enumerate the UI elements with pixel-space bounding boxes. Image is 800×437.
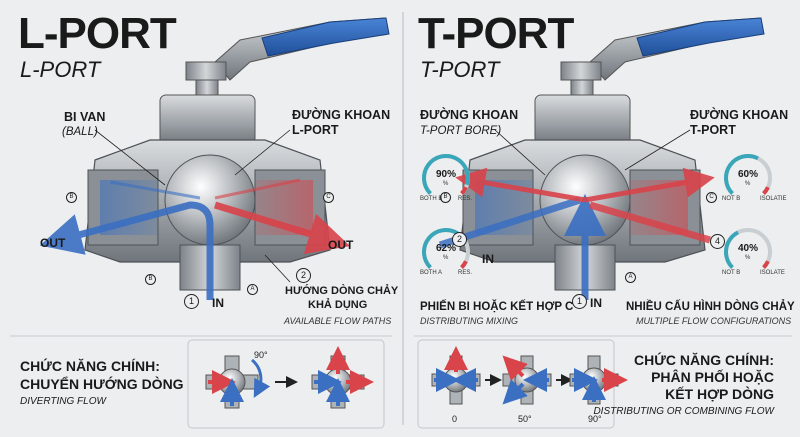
gauge-unit: % bbox=[745, 255, 751, 261]
l-port-subtitle: L-PORT bbox=[20, 57, 101, 82]
t-port-title: T-PORT bbox=[418, 9, 574, 58]
l-port-diverting-icons bbox=[187, 339, 385, 429]
l-port-b-badge: B bbox=[66, 192, 77, 203]
l-function-en: DIVERTING FLOW bbox=[20, 396, 106, 407]
t-port-valve bbox=[438, 17, 765, 300]
angle-50: 50° bbox=[518, 414, 532, 424]
l-bore-label: ĐƯỜNG KHOAN bbox=[292, 108, 391, 122]
l-port-1-badge: 1 bbox=[184, 294, 199, 309]
gauge-redzone bbox=[460, 186, 468, 195]
flow-paths-label-2: KHẢ DỤNG bbox=[308, 299, 368, 311]
t-bore-label-en: T-PORT BORE) bbox=[420, 125, 502, 137]
t-bore2-label-2: T-PORT bbox=[690, 123, 736, 137]
t-port-distributing-icons bbox=[417, 339, 628, 429]
gauge-unit: % bbox=[745, 181, 751, 187]
gauges bbox=[422, 154, 772, 269]
ball-label-en: (BALL) bbox=[62, 126, 98, 138]
l-port-valve bbox=[39, 17, 390, 300]
mix-label-en: DISTRIBUTING MIXING bbox=[420, 316, 519, 326]
gauge-value: 60% bbox=[737, 169, 758, 180]
l-port-2-badge: 2 bbox=[296, 268, 311, 283]
l-port-b2-badge: B bbox=[145, 274, 156, 285]
t-function-title: CHỨC NĂNG CHÍNH: bbox=[634, 352, 774, 368]
t-function-value-1: PHÂN PHỐI HOẶC bbox=[651, 369, 774, 385]
gauge-fill bbox=[724, 230, 740, 269]
gauge-unit: % bbox=[443, 255, 449, 261]
l-bore-label-2: L-PORT bbox=[292, 123, 339, 137]
t-bore2-label: ĐƯỜNG KHOAN bbox=[690, 108, 789, 122]
multi-label: NHIỀU CẤU HÌNH DÒNG CHẢY bbox=[626, 301, 795, 313]
t-bore-label: ĐƯỜNG KHOAN bbox=[420, 108, 519, 122]
gauge-value: 62% bbox=[435, 243, 456, 254]
gauge-right-label: RES. bbox=[458, 270, 473, 276]
t-port-c-badge: C bbox=[706, 192, 717, 203]
t-function-value-2: KẾT HỢP DÒNG bbox=[665, 386, 774, 402]
l-function-value: CHUYỂN HƯỚNG DÒNG bbox=[20, 376, 184, 392]
l-in-label: IN bbox=[212, 296, 224, 310]
l-port-title: L-PORT bbox=[18, 9, 177, 58]
gauge-left-label: BOTH A bbox=[420, 270, 443, 276]
t-port-subtitle: T-PORT bbox=[420, 57, 500, 82]
gauge-fill bbox=[724, 154, 759, 195]
flow-paths-label: HƯỚNG DÒNG CHẢY bbox=[285, 285, 399, 297]
l-out-right: OUT bbox=[328, 238, 354, 252]
l-port-c-badge: C bbox=[323, 192, 334, 203]
t-port-1-badge: 1 bbox=[572, 294, 587, 309]
t-port-2-badge: 2 bbox=[452, 232, 467, 247]
t-in-side: IN bbox=[482, 252, 494, 266]
t-in-bottom: IN bbox=[590, 296, 602, 310]
gauge-fill bbox=[422, 228, 459, 269]
gauge-left-label: BOTH B bbox=[420, 196, 443, 202]
gauge-right-label: ISOLATE bbox=[760, 270, 785, 276]
t-port-a-badge: A bbox=[625, 272, 636, 283]
multi-label-en: MULTIPLE FLOW CONFIGURATIONS bbox=[636, 316, 792, 326]
gauge-unit: % bbox=[443, 181, 449, 187]
l-out-left: OUT bbox=[40, 236, 66, 250]
rotation-label: 90° bbox=[254, 350, 268, 360]
t-port-b-badge: B bbox=[440, 192, 451, 203]
gauge-left-label: NOT B bbox=[722, 270, 741, 276]
gauge-redzone bbox=[762, 260, 770, 269]
mix-label: PHIẾN BI HOẶC KẾT HỢP C bbox=[420, 301, 574, 313]
flow-paths-label-en: AVAILABLE FLOW PATHS bbox=[284, 316, 392, 326]
t-function-en: DISTRIBUTING OR COMBINING FLOW bbox=[593, 406, 774, 417]
gauge-right-label: ISOLATIE bbox=[760, 196, 787, 202]
l-function-title: CHỨC NĂNG CHÍNH: bbox=[20, 358, 160, 374]
gauge-right-label: RES. bbox=[458, 196, 473, 202]
gauge-redzone bbox=[762, 186, 770, 195]
angle-90: 90° bbox=[588, 414, 602, 424]
l-port-a-badge: A bbox=[247, 284, 258, 295]
gauge-value: 40% bbox=[737, 243, 758, 254]
t-port-4-badge: 4 bbox=[710, 234, 725, 249]
angle-0: 0 bbox=[452, 414, 458, 424]
gauge-value: 90% bbox=[435, 169, 456, 180]
ball-label: BI VAN bbox=[64, 110, 106, 124]
gauge-left-label: NOT B bbox=[722, 196, 741, 202]
gauge-redzone bbox=[460, 260, 468, 269]
gauge-fill bbox=[422, 154, 470, 195]
